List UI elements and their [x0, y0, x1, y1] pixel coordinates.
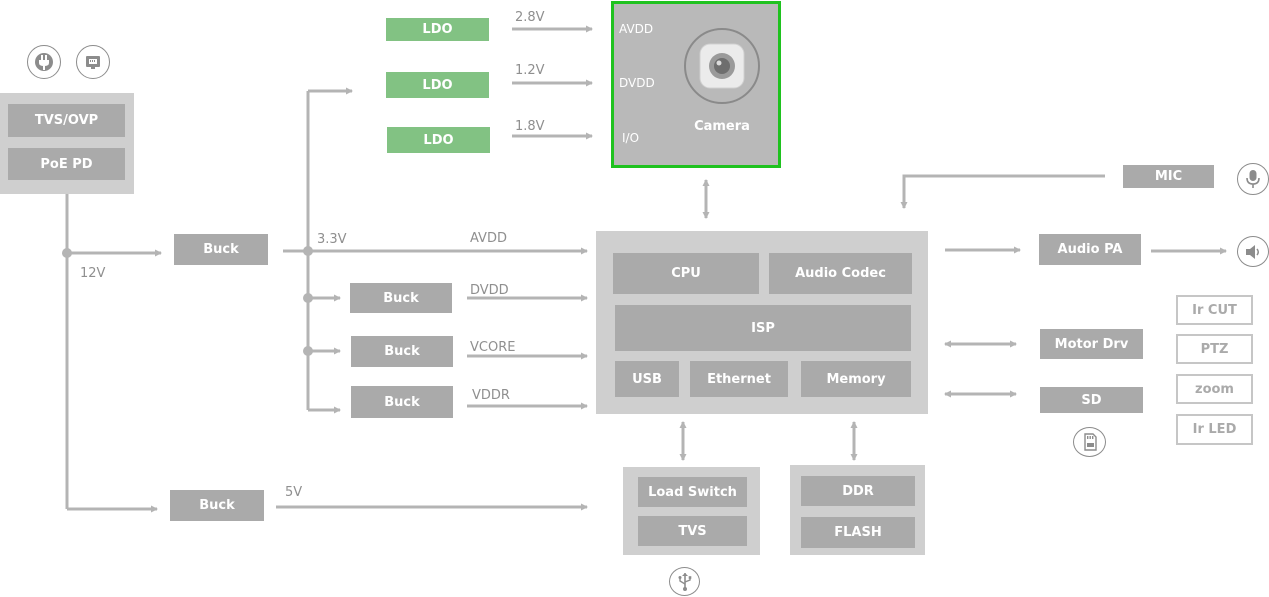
motor-target-ir-led: Ir LED: [1176, 414, 1253, 445]
motor-driver-block: Motor Drv: [1040, 329, 1143, 359]
camera-pin-avdd: AVDD: [619, 22, 654, 36]
buck-vddr: Buck: [351, 386, 453, 418]
mic-block: MIC: [1123, 165, 1214, 188]
flash-block: FLASH: [801, 517, 915, 548]
ldo-voltage-1: 2.8V: [515, 10, 545, 25]
buck-main: Buck: [174, 234, 268, 265]
rail-avdd-label: AVDD: [470, 231, 507, 246]
rail-3v3-label: 3.3V: [317, 232, 347, 247]
rail-dvdd-label: DVDD: [470, 283, 509, 298]
motor-target-zoom: zoom: [1176, 374, 1253, 404]
speaker-icon: [1237, 236, 1269, 267]
load-switch-block: Load Switch: [638, 477, 747, 507]
camera-module: [611, 1, 781, 168]
soc-isp: ISP: [615, 305, 911, 351]
usb-icon: [669, 567, 700, 596]
junction-vcore: [303, 346, 313, 356]
tvs-ovp-block: TVS/OVP: [8, 104, 125, 137]
wire-mic: [900, 174, 1105, 209]
soc-usb: USB: [615, 361, 679, 397]
sd-card-icon: [1073, 427, 1106, 457]
usb-tvs-block: TVS: [638, 516, 747, 546]
rail-vddr-label: VDDR: [472, 388, 510, 403]
junction-3v3: [303, 246, 313, 256]
rail-12v-label: 12V: [80, 266, 106, 281]
motor-target-ptz: PTZ: [1176, 334, 1253, 364]
soc-cpu: CPU: [613, 253, 759, 294]
ldo-block-2: LDO: [386, 72, 489, 98]
motor-target-ir-cut: Ir CUT: [1176, 295, 1253, 325]
rail-vcore-label: VCORE: [470, 340, 516, 355]
audio-pa-block: Audio PA: [1039, 234, 1141, 265]
camera-lens-icon: [683, 27, 761, 105]
buck-dvdd: Buck: [350, 283, 452, 313]
buck-vcore: Buck: [351, 336, 453, 367]
buck-5v: Buck: [170, 490, 264, 521]
sd-block: SD: [1040, 387, 1143, 413]
camera-pin-dvdd: DVDD: [619, 76, 655, 90]
soc-ethernet: Ethernet: [690, 361, 788, 397]
rail-5v-label: 5V: [285, 485, 303, 500]
junction-dvdd: [303, 293, 313, 303]
soc-memory: Memory: [801, 361, 911, 397]
power-plug-icon: [27, 45, 61, 79]
ldo-voltage-3: 1.8V: [515, 119, 545, 134]
ethernet-port-icon: [76, 45, 110, 79]
poe-pd-block: PoE PD: [8, 148, 125, 180]
camera-pin-io: I/O: [622, 131, 640, 145]
ddr-block: DDR: [801, 476, 915, 506]
ldo-block-3: LDO: [387, 127, 490, 153]
microphone-icon: [1237, 163, 1269, 195]
ldo-voltage-2: 1.2V: [515, 63, 545, 78]
junction-12v: [62, 248, 72, 258]
camera-title: Camera: [694, 118, 750, 134]
ldo-block-1: LDO: [386, 18, 489, 41]
soc-audio-codec: Audio Codec: [769, 253, 912, 294]
